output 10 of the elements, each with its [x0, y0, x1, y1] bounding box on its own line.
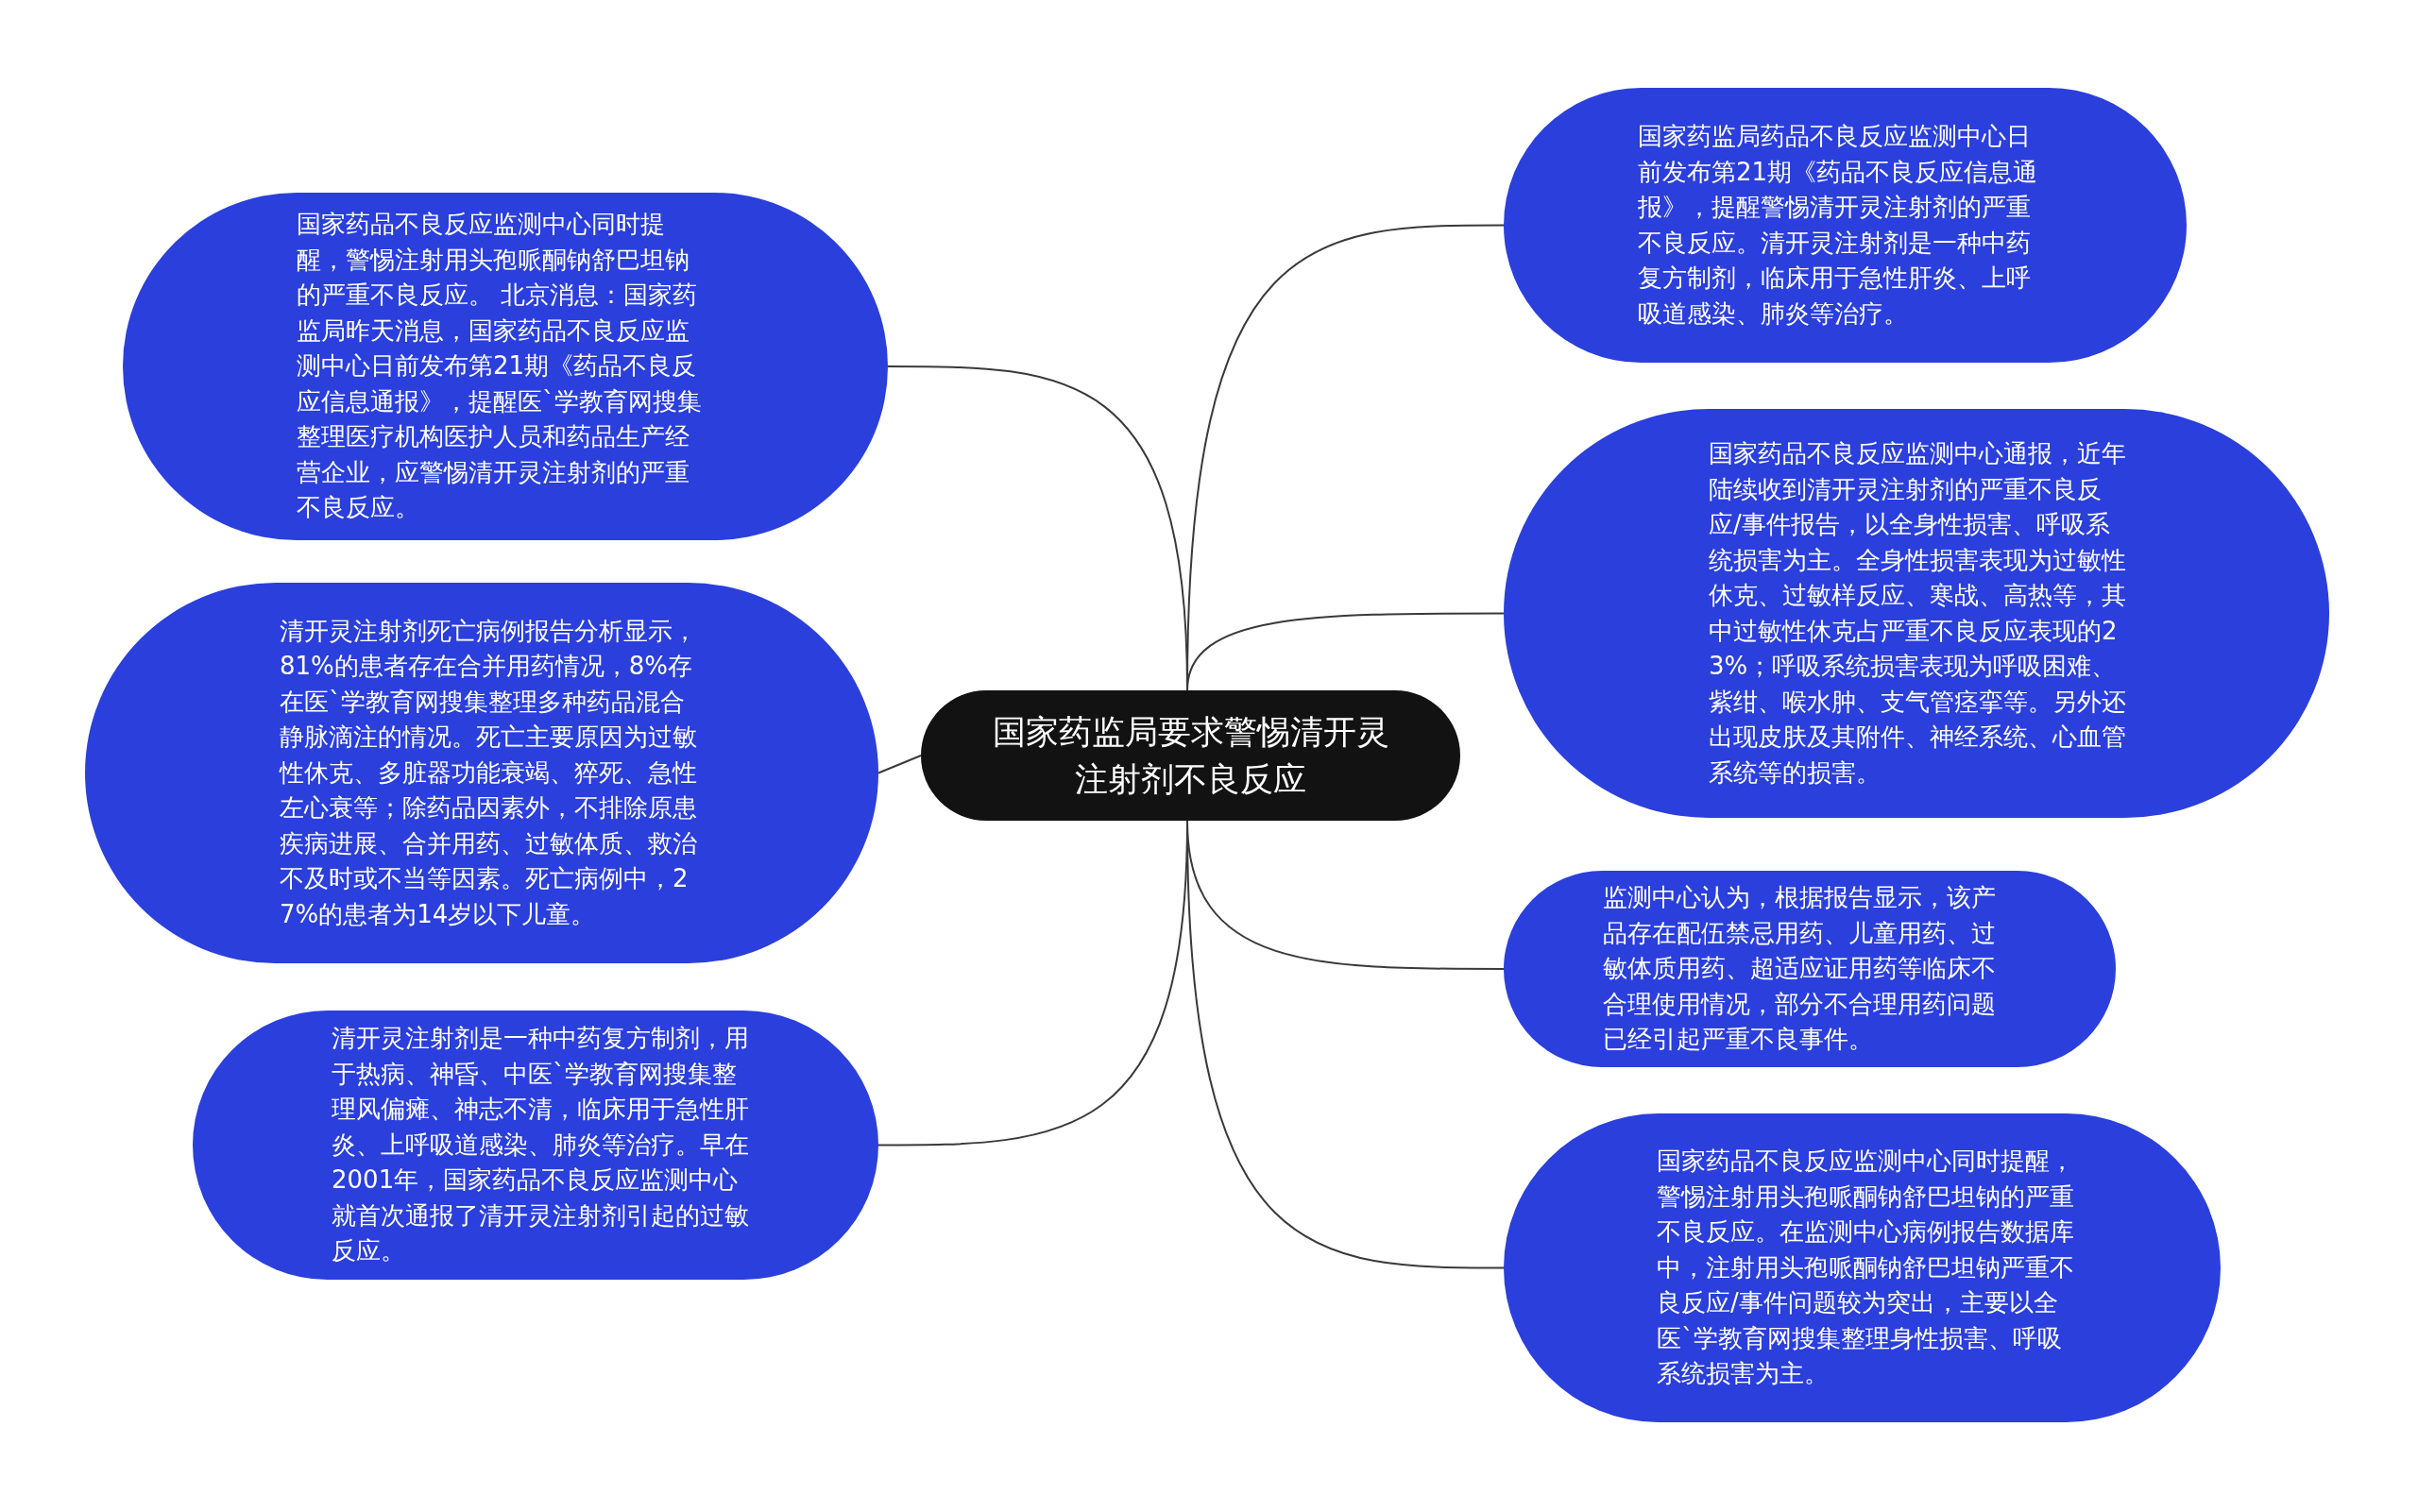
connector-line — [1186, 612, 1505, 691]
topic-text: 清开灵注射剂是一种中药复方制剂，用于热病、神昏、中医`学教育网搜集整理风偏瘫、神志不清，临床用于急性肝炎、上呼吸道感染、肺炎等治疗。早在2001年，国家药品不良反应监测中心就首次通报了清开灵注射剂引起的过敏反应。 — [332, 1023, 750, 1267]
topic-text: 国家药品不良反应监测中心同时提醒，警惕注射用头孢哌酮钠舒巴坦钠的严重不良反应。在监测中心病例报告数据库中，注射用头孢哌酮钠舒巴坦钠严重不良反应/事件问题较为突出，主要以全医`学教育网搜集整理身性损害、呼吸系统损害为主。 — [1657, 1146, 2075, 1390]
topic-text: 监测中心认为，根据报告显示，该产品存在配伍禁忌用药、儿童用药、过敏体质用药、超适应证用药等临床不合理使用情况，部分不合理用药问题已经引起严重不良事件。 — [1603, 882, 1997, 1056]
connector-line — [877, 755, 922, 774]
topic-title: 国家药监局要求警惕清开灵注射剂不良反应 — [991, 712, 1390, 800]
topic-text: 国家药品不良反应监测中心通报，近年陆续收到清开灵注射剂的严重不良反应/事件报告，以全身性损害、呼吸系统损害为主。全身性损害表现为过敏性休克、过敏样反应、寒战、高热等，其中过敏性休克占严重不良反应表现的23%；呼吸系统损害表现为呼吸困难、紫绀、喉水肿、支气管痉挛等。另外还出现皮肤及其附件、神经系统、心血管系统等的损害。 — [1709, 438, 2127, 789]
topic-text: 国家药监局药品不良反应监测中心日前发布第21期《药品不良反应信息通报》，提醒警惕清开灵注射剂的严重不良反应。清开灵注射剂是一种中药复方制剂，临床用于急性肝炎、上呼吸道感染、肺炎等治疗。 — [1638, 121, 2039, 330]
topic-text: 清开灵注射剂死亡病例报告分析显示，81%的患者存在合并用药情况，8%存在医`学教育网搜集整理多种药品混合静脉滴注的情况。死亡主要原因为过敏性休克、多脏器功能衰竭、猝死、急性左心衰等；除药品因素外，不排除原患疾病进展、合并用药、过敏体质、救治不及时或不当等因素。死亡病例中，27%的患者为14岁以下儿童。 — [280, 615, 698, 930]
topic-text: 国家药品不良反应监测中心同时提醒，警惕注射用头孢哌酮钠舒巴坦钠的严重不良反应。 北京消息：国家药监局昨天消息，国家药品不良反应监测中心日前发布第21期《药品不良反应信息通报》，提醒医`学教育网搜集整理医疗机构医护人员和药品生产经营企业，应警惕清开灵注射剂的严重不良反应。 — [297, 209, 703, 524]
